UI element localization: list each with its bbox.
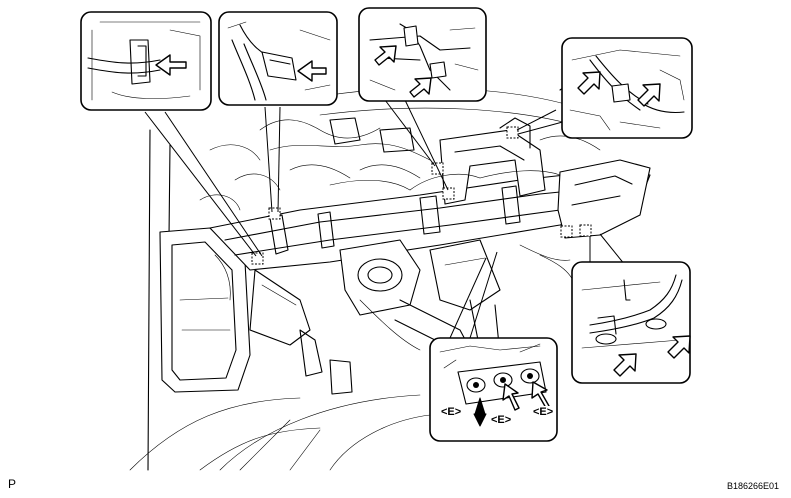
bolt-label-e-1: <E> [440,406,463,418]
inset-panel-bolts [429,337,558,442]
clip-locator [560,225,573,238]
clip-locator [506,126,519,139]
pointer-arrow-icon [374,45,397,66]
pointer-arrow-icon [613,353,637,377]
bolt-label-e-3: <E> [532,406,555,418]
pointer-arrow-icon [577,71,601,95]
pointer-arrow-icon [155,54,187,76]
bolt-arrow-icon [531,381,550,409]
inset-panel-clip-3 [358,7,487,102]
bolt-arrow-icon [474,397,486,415]
corner-label: P [8,477,17,491]
pointer-arrow-icon [637,83,661,107]
clip-locator [251,252,264,265]
inset-panel-clip-2 [218,11,338,106]
inset-panel-clip-5 [571,261,691,384]
clip-locator [268,207,281,220]
pointer-arrow-icon [297,60,327,82]
inset-panel-clip-4 [561,37,693,139]
clip-locator [579,224,592,237]
inset-panel-clip-1 [80,11,212,111]
figure-id: B186266E01 [727,481,780,491]
bolt-label-e-2: <E> [490,414,513,426]
pointer-arrow-icon [409,77,432,98]
bolt-arrow-icon [502,383,520,411]
clip-locator [442,187,455,200]
pointer-arrow-icon [667,335,691,359]
instrument-panel-reinforcement [159,117,651,393]
